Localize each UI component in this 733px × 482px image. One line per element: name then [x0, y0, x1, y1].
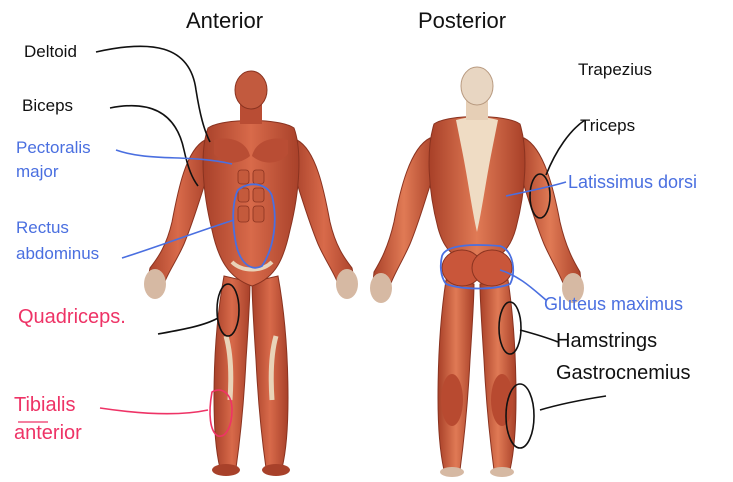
posterior-title: Posterior — [418, 8, 506, 33]
biceps-label: Biceps — [22, 96, 73, 116]
deltoid-label: Deltoid — [24, 42, 77, 62]
deltoid-leader-line — [96, 46, 210, 142]
hamstrings-leader-line — [520, 330, 558, 342]
quadriceps-label: Quadriceps. — [18, 306, 126, 329]
gastrocnemius-label: Gastrocnemius — [556, 362, 691, 385]
anterior-figure — [144, 71, 358, 476]
hamstrings-label: Hamstrings — [556, 330, 657, 353]
triceps-label: Triceps — [580, 116, 635, 136]
gastrocnemius-leader-line — [540, 396, 606, 410]
tibialis-label-line2: anterior — [14, 422, 82, 445]
quadriceps-leader-line — [158, 318, 218, 334]
latissimus-label: Latissimus dorsi — [568, 172, 697, 193]
rectus-label-line2: abdominus — [16, 244, 99, 264]
tibialis-label-line1: Tibialis — [14, 394, 76, 417]
rectus-label-line1: Rectus — [16, 218, 69, 238]
anterior-title: Anterior — [186, 8, 263, 33]
tibialis-leader-line — [100, 408, 208, 414]
trapezius-label: Trapezius — [578, 60, 652, 80]
posterior-figure — [370, 67, 584, 477]
pectoralis-label-line2: major — [16, 162, 59, 182]
gluteus-label: Gluteus maximus — [544, 294, 683, 315]
pectoralis-label-line1: Pectoralis — [16, 138, 91, 158]
